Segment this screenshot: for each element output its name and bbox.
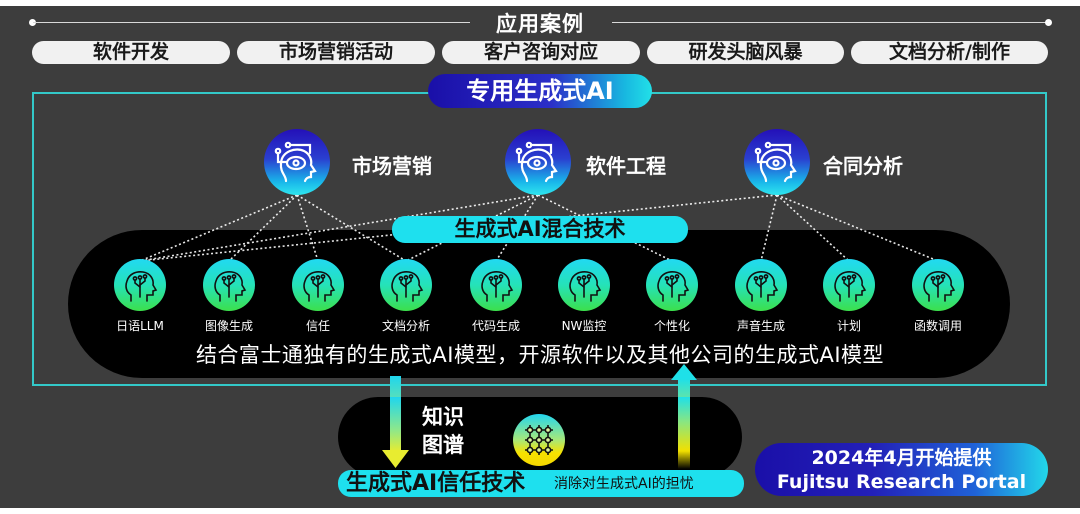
- line-end-dot: [29, 19, 36, 26]
- use-case-pill: 市场营销活动: [237, 41, 435, 64]
- trust-tech-subtitle: 消除对生成式AI的担忧: [554, 476, 694, 492]
- use-case-pill: 研发头脑风暴: [647, 41, 844, 64]
- ai-head-circuit-icon: [203, 259, 255, 311]
- availability-date: 2024年4月开始提供: [811, 447, 992, 469]
- section-title: 应用案例: [496, 12, 584, 36]
- specialized-ai-label: 软件工程: [586, 154, 666, 178]
- trust-tech-title: 生成式AI信任技术: [346, 471, 526, 496]
- use-case-pill: 文档分析/制作: [851, 41, 1048, 64]
- model-label: 函数调用: [913, 319, 962, 333]
- ai-head-circuit-icon: [470, 259, 522, 311]
- model-label: 计划: [836, 319, 861, 333]
- line-end-dot: [1045, 19, 1052, 26]
- ai-head-eye-icon: [505, 129, 571, 195]
- ai-head-circuit-icon: [558, 259, 610, 311]
- specialized-ai-label: 市场营销: [352, 154, 432, 178]
- hybrid-tech-description: 结合富士通独有的生成式AI模型，开源软件以及其他公司的生成式AI模型: [195, 343, 885, 367]
- use-case-pill: 软件开发: [32, 41, 230, 64]
- trust-tech-pill: 生成式AI信任技术 消除对生成式AI的担忧: [338, 470, 744, 497]
- model-label: 声音生成: [736, 319, 785, 333]
- model-label: 信任: [305, 319, 330, 333]
- ai-head-circuit-icon: [735, 259, 787, 311]
- model-label: 代码生成: [471, 319, 520, 333]
- hybrid-tech-title: 生成式AI混合技术: [392, 216, 688, 243]
- knowledge-graph-label: 知识图谱: [422, 405, 464, 457]
- diagram-canvas: 应用案例 软件开发 市场营销活动 客户咨询对应 研发头脑风暴 文档分析/制作: [0, 6, 1080, 508]
- model-label: NW监控: [561, 319, 607, 333]
- knowledge-graph-grid-icon: [513, 414, 565, 466]
- ai-head-circuit-icon: [292, 259, 344, 311]
- model-label: 文档分析: [381, 319, 430, 333]
- ai-head-eye-icon: [264, 129, 330, 195]
- specialized-ai-label: 合同分析: [823, 154, 903, 178]
- ai-head-circuit-icon: [380, 259, 432, 311]
- model-label: 图像生成: [204, 319, 253, 333]
- title-rule-right: [612, 22, 1047, 23]
- model-label: 个性化: [653, 319, 690, 333]
- flow-arrows-overlay: [382, 397, 690, 469]
- ai-head-eye-icon: [744, 129, 810, 195]
- model-label: 日语LLM: [116, 319, 164, 333]
- ai-head-circuit-icon: [646, 259, 698, 311]
- availability-badge: 2024年4月开始提供 Fujitsu Research Portal: [755, 443, 1048, 496]
- ai-head-circuit-icon: [912, 259, 964, 311]
- ai-head-circuit-icon: [823, 259, 875, 311]
- specialized-ai-title: 专用生成式AI: [428, 74, 652, 108]
- availability-portal: Fujitsu Research Portal: [776, 471, 1027, 493]
- use-case-pill: 客户咨询对应: [442, 41, 640, 64]
- title-rule-left: [33, 22, 470, 23]
- ai-head-circuit-icon: [114, 259, 166, 311]
